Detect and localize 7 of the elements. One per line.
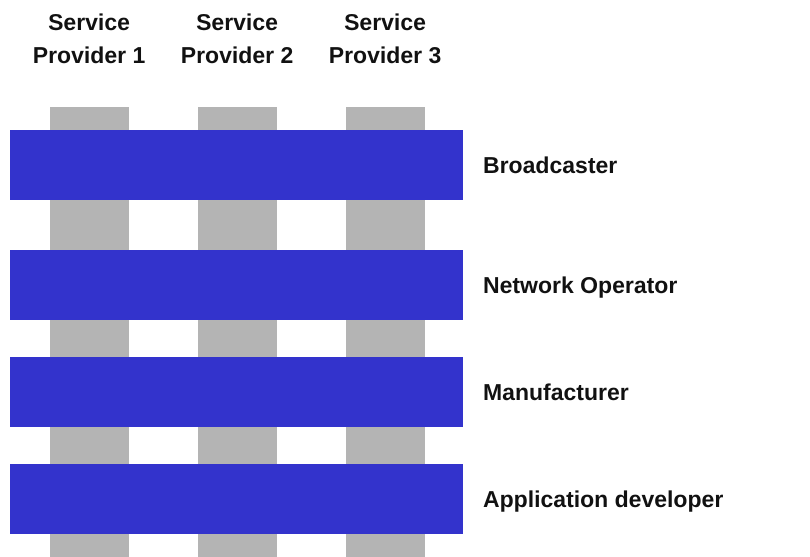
column-heading: Service Provider 2 (180, 8, 294, 70)
column-heading: Service Provider 3 (328, 8, 442, 70)
column-heading: Service Provider 1 (32, 8, 146, 70)
band-label: Manufacturer (483, 378, 629, 407)
band-label: Application developer (483, 484, 724, 514)
band-label: Network Operator (483, 270, 678, 300)
band-label: Broadcaster (483, 150, 618, 180)
